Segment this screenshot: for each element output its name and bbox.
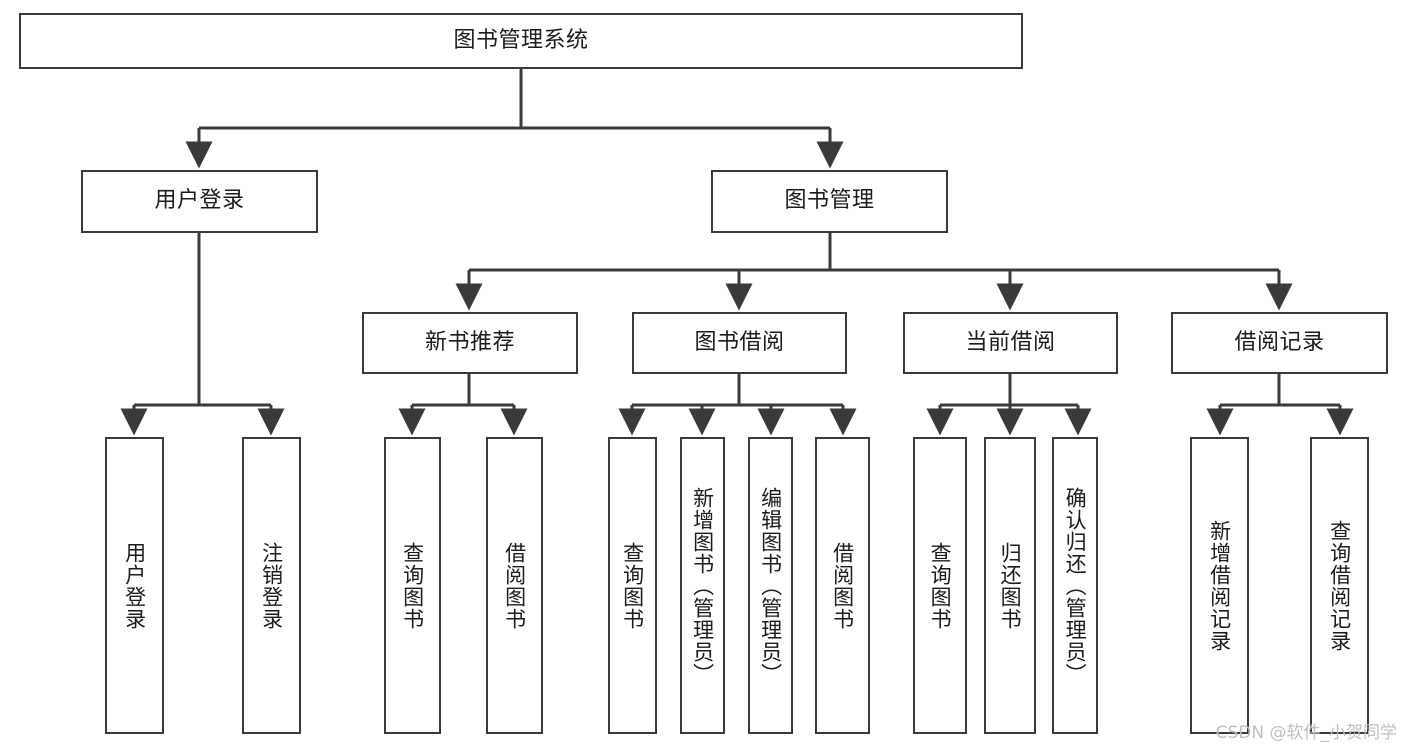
node-leaf-query-book-a[interactable]: 查询图书	[384, 437, 441, 734]
node-user-login[interactable]: 用户登录	[81, 170, 318, 233]
node-leaf-add-borrow-record[interactable]: 新增借阅记录	[1190, 437, 1249, 734]
node-leaf-query-book-b[interactable]: 查询图书	[608, 437, 657, 734]
node-leaf-return-book[interactable]: 归还图书	[984, 437, 1036, 734]
node-leaf-return-book-label: 归还图书	[998, 541, 1023, 630]
node-book-management-label: 图书管理	[784, 188, 875, 214]
node-leaf-logout-label: 注销登录	[259, 541, 284, 630]
node-book-borrow-label: 图书借阅	[694, 329, 785, 355]
node-leaf-borrow-book-b-label: 借阅图书	[830, 541, 855, 630]
node-user-login-label: 用户登录	[154, 188, 245, 214]
node-book-borrow[interactable]: 图书借阅	[632, 312, 847, 374]
csdn-watermark: CSDN @软件_小贺同学	[1215, 723, 1397, 743]
node-borrow-record[interactable]: 借阅记录	[1171, 312, 1388, 374]
node-leaf-query-borrow-record-label: 查询借阅记录	[1327, 519, 1352, 652]
node-leaf-edit-book-admin[interactable]: 编辑图书（管理员）	[748, 437, 793, 734]
node-current-borrow[interactable]: 当前借阅	[903, 312, 1118, 374]
node-leaf-add-book-admin[interactable]: 新增图书（管理员）	[680, 437, 725, 734]
node-leaf-borrow-book-a-label: 借阅图书	[502, 541, 527, 630]
node-new-book-recommend[interactable]: 新书推荐	[362, 312, 578, 374]
node-leaf-user-login-label: 用户登录	[122, 541, 147, 630]
node-leaf-edit-book-admin-label: 编辑图书（管理员）	[758, 486, 783, 685]
node-leaf-add-book-admin-label: 新增图书（管理员）	[690, 486, 715, 685]
node-borrow-record-label: 借阅记录	[1234, 329, 1325, 355]
node-current-borrow-label: 当前借阅	[965, 329, 1056, 355]
node-leaf-logout[interactable]: 注销登录	[242, 437, 301, 734]
node-leaf-borrow-book-b[interactable]: 借阅图书	[815, 437, 870, 734]
node-root[interactable]: 图书管理系统	[19, 13, 1023, 69]
node-root-label: 图书管理系统	[453, 27, 589, 53]
node-leaf-add-borrow-record-label: 新增借阅记录	[1207, 519, 1232, 652]
node-leaf-query-book-c[interactable]: 查询图书	[913, 437, 967, 734]
node-leaf-borrow-book-a[interactable]: 借阅图书	[486, 437, 543, 734]
node-leaf-query-book-a-label: 查询图书	[400, 541, 425, 630]
node-leaf-query-borrow-record[interactable]: 查询借阅记录	[1310, 437, 1369, 734]
node-leaf-user-login[interactable]: 用户登录	[105, 437, 164, 734]
node-new-book-recommend-label: 新书推荐	[424, 329, 515, 355]
node-leaf-query-book-b-label: 查询图书	[620, 541, 645, 630]
node-leaf-confirm-return-admin[interactable]: 确认归还（管理员）	[1052, 437, 1098, 734]
node-leaf-confirm-return-admin-label: 确认归还（管理员）	[1063, 486, 1088, 685]
node-book-management[interactable]: 图书管理	[711, 170, 948, 233]
node-leaf-query-book-c-label: 查询图书	[928, 541, 953, 630]
